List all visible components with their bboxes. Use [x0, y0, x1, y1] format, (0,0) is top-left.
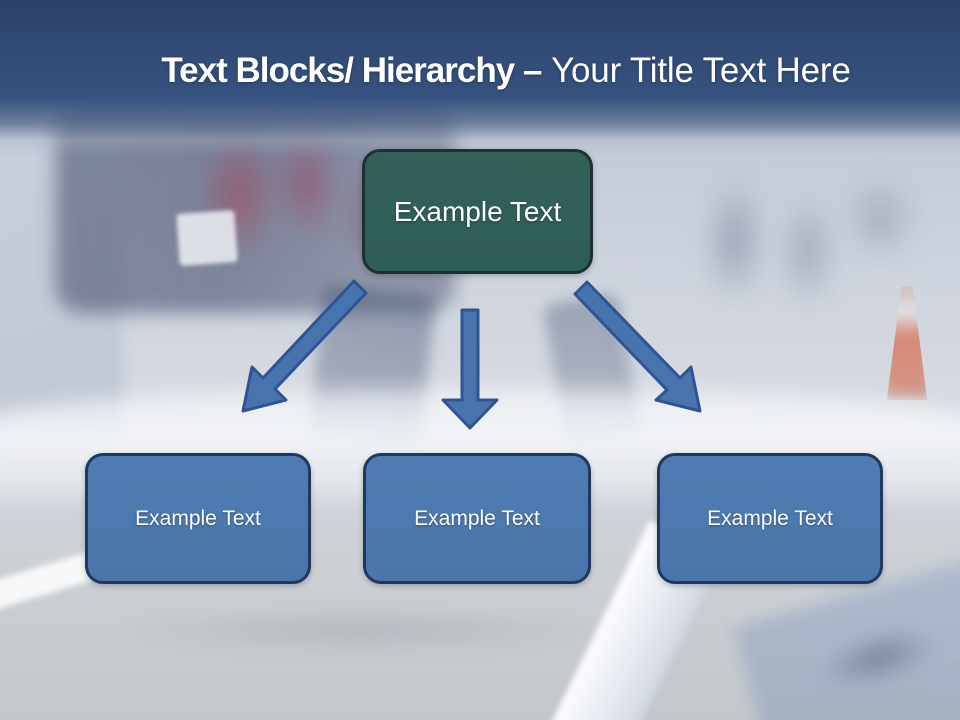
photo-antenna-mount — [542, 292, 642, 446]
child-node-1-label: Example Text — [135, 506, 261, 530]
child-node-2-label: Example Text — [414, 506, 540, 530]
photo-warning-sticker — [176, 210, 238, 266]
root-node-label: Example Text — [393, 195, 562, 227]
title-regular-segment: Your Title Text Here — [551, 51, 851, 90]
photo-background-figures — [648, 128, 938, 353]
photo-roofline-shadow — [0, 598, 720, 662]
photo-roof-bracket — [0, 128, 123, 438]
photo-traffic-cone — [886, 286, 928, 400]
child-node-1: Example Text — [85, 453, 311, 584]
photo-camera-mount — [308, 284, 436, 448]
child-node-3-label: Example Text — [707, 506, 833, 530]
arrow-down-right — [573, 280, 702, 413]
title-bold-segment: Text Blocks/ Hierarchy – — [161, 51, 542, 90]
header-band: Text Blocks/ Hierarchy – Your Title Text… — [0, 0, 960, 158]
root-node: Example Text — [362, 149, 593, 274]
arrow-down — [441, 308, 499, 430]
slide-title: Text Blocks/ Hierarchy – Your Title Text… — [26, 51, 960, 91]
child-node-2: Example Text — [363, 453, 591, 584]
arrow-down-left — [241, 279, 368, 413]
child-node-3: Example Text — [657, 453, 883, 584]
